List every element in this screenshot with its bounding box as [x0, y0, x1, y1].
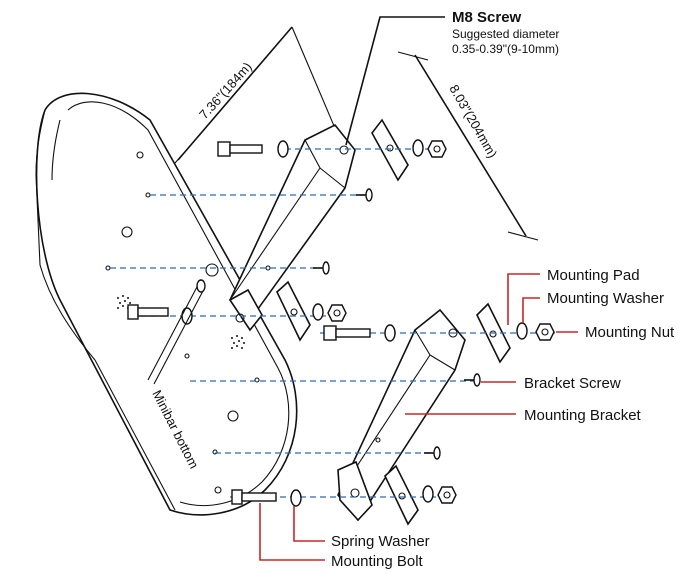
- mounting-bolt-3: [323, 325, 371, 341]
- mounting-pad-1: [371, 118, 409, 182]
- leader-mounting-washer: [522, 297, 540, 323]
- label-mounting-pad: Mounting Pad: [547, 267, 640, 284]
- hardware: [127, 139, 555, 507]
- suggested-diameter-label: Suggested diameter: [452, 27, 559, 41]
- mounting-nut-3: [535, 323, 555, 341]
- bracket-screw-3: [464, 373, 481, 387]
- mounting-washer-1: [412, 139, 424, 157]
- mounting-washer-4: [422, 485, 434, 503]
- label-spring-washer: Spring Washer: [331, 533, 430, 550]
- mounting-pad-2: [276, 280, 311, 342]
- bracket-screw-2: [313, 261, 330, 275]
- vent-grid-right: [231, 335, 245, 349]
- spring-washer-1: [277, 140, 289, 158]
- minibar-bottom-body: Minibar bottom: [35, 92, 298, 516]
- leader-mounting-pad: [507, 273, 540, 325]
- label-mounting-washer: Mounting Washer: [547, 290, 664, 307]
- mounting-bolt-4: [231, 489, 277, 505]
- spring-washer-3: [384, 324, 396, 342]
- part-labels: Mounting Pad Mounting Washer Mounting Nu…: [259, 267, 675, 570]
- leader-spring-washer: [293, 506, 325, 542]
- width-dimension-text: 7.36"(184m): [196, 59, 255, 122]
- bracket-screw-4: [424, 446, 441, 460]
- label-mounting-bolt: Mounting Bolt: [331, 553, 424, 570]
- spring-washer-4: [290, 489, 302, 507]
- mounting-bracket-upper: [228, 123, 356, 332]
- mounting-washer-2: [312, 303, 324, 321]
- leader-mounting-bolt: [259, 503, 325, 561]
- label-mounting-nut: Mounting Nut: [585, 324, 675, 341]
- mounting-nut-4: [437, 486, 457, 504]
- m8-screw-title: M8 Screw: [452, 9, 522, 26]
- bracket-screw-1: [356, 188, 373, 202]
- mounting-bracket-lower: [337, 308, 466, 522]
- label-mounting-bracket: Mounting Bracket: [524, 407, 642, 424]
- mounting-washer-3: [516, 322, 528, 340]
- mounting-bolt-1: [217, 141, 263, 157]
- m8-screw-callout: M8 Screw Suggested diameter 0.35-0.39"(9…: [345, 9, 559, 146]
- label-bracket-screw: Bracket Screw: [524, 375, 621, 392]
- diameter-value: 0.35-0.39"(9-10mm): [452, 42, 559, 56]
- mounting-nut-1: [427, 140, 447, 158]
- mounting-bolt-2: [127, 304, 169, 320]
- mounting-pad-4: [384, 464, 419, 526]
- mounting-nut-2: [327, 304, 347, 322]
